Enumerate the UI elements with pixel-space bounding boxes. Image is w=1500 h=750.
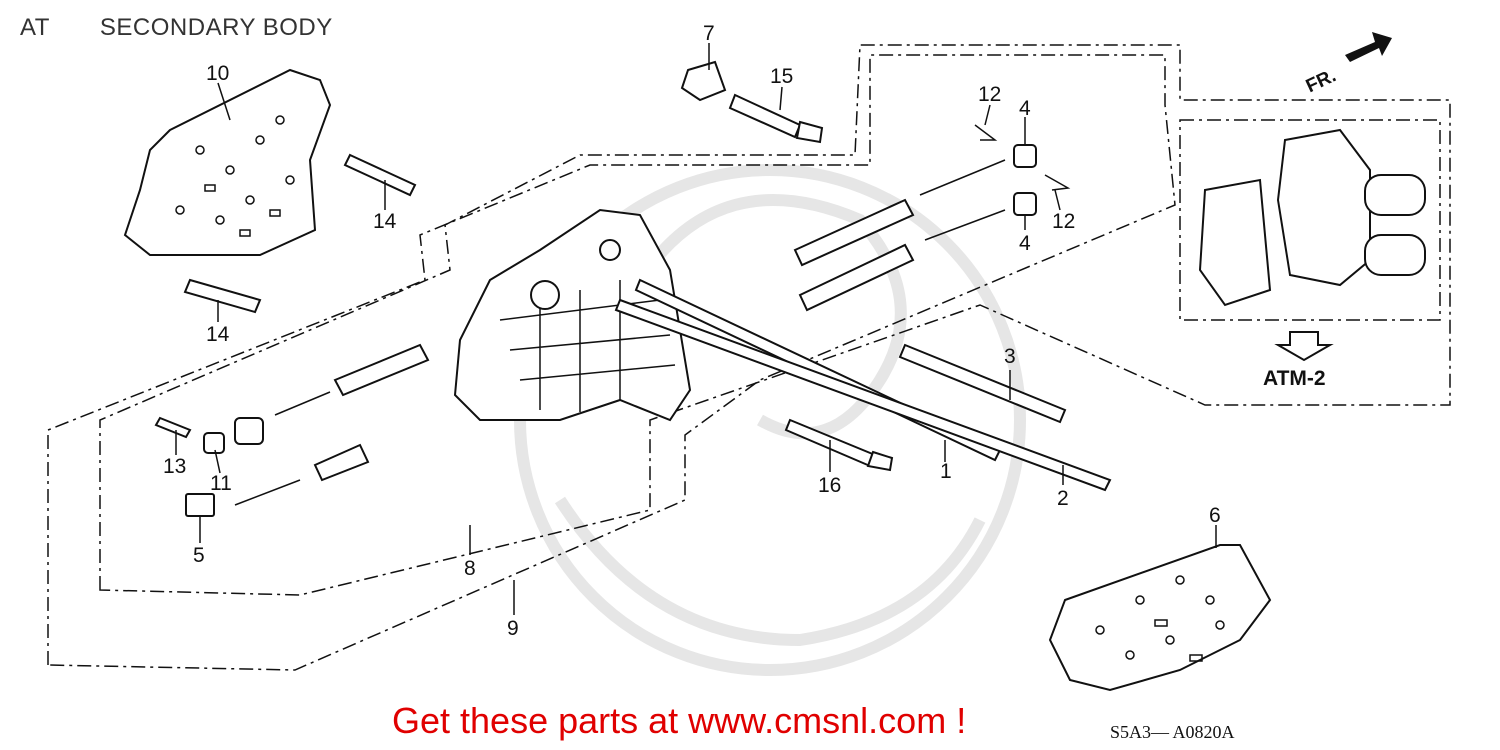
atm2-label: ATM-2 (1263, 367, 1326, 390)
clip-12-lower (1044, 174, 1071, 191)
solenoid-assembly-inset (1198, 128, 1426, 307)
callout-15: 15 (770, 65, 793, 88)
promo-link[interactable]: Get these parts at www.cmsnl.com ! (392, 700, 967, 741)
callout-12-lower: 12 (1052, 210, 1075, 233)
callout-6: 6 (1209, 504, 1221, 527)
callout-14-upper: 14 (373, 210, 397, 233)
callout-1: 1 (940, 460, 952, 483)
callout-4-lower: 4 (1019, 232, 1031, 255)
spring-upper (919, 159, 1006, 196)
spring-left-lower (234, 479, 301, 506)
diagram-code: S5A3— A0820A (1110, 722, 1235, 742)
spool-lower (798, 243, 915, 312)
clip-12-upper (974, 124, 998, 141)
callout-16: 16 (818, 474, 841, 497)
section-label: AT (20, 14, 50, 41)
callout-4-upper: 4 (1019, 97, 1031, 120)
callout-12-upper: 12 (978, 83, 1001, 106)
pin-14-lower (183, 278, 262, 314)
spring-left-upper (274, 391, 331, 416)
front-direction-indicator (1345, 32, 1392, 62)
spring-lower (924, 209, 1006, 241)
assembly-boundary-9 (47, 54, 1176, 671)
callout-3: 3 (1004, 345, 1016, 368)
separator-plate-10 (123, 68, 332, 256)
callout-5: 5 (193, 544, 205, 567)
spool-upper (793, 198, 915, 267)
bolt-15 (728, 93, 802, 139)
spool-left-upper (333, 343, 430, 397)
callout-14-lower: 14 (206, 323, 230, 346)
callout-13: 13 (163, 455, 186, 478)
callout-9: 9 (507, 617, 519, 640)
cap-11 (203, 432, 225, 454)
callout-10: 10 (206, 62, 229, 85)
shaft-3 (898, 343, 1067, 424)
cap-4-upper (1013, 144, 1037, 168)
bracket-7 (680, 60, 727, 102)
cap-4-lower (1013, 192, 1037, 216)
fr-label: FR. (1303, 65, 1340, 97)
separator-plate-6 (1048, 544, 1272, 692)
atm2-down-arrow (1274, 331, 1334, 362)
spool-left-lower (313, 443, 370, 482)
cap-left (234, 417, 264, 445)
shaft-2 (614, 298, 1112, 492)
atm2-boundary (1179, 119, 1441, 321)
plug-5 (185, 493, 215, 517)
callout-2: 2 (1057, 487, 1069, 510)
diagram-header: AT SECONDARY BODY (20, 14, 333, 42)
pin-13 (154, 416, 192, 439)
page-title: SECONDARY BODY (99, 14, 333, 41)
secondary-valve-body (453, 208, 692, 422)
callout-7: 7 (703, 22, 715, 45)
pin-14-upper (343, 153, 417, 197)
assembly-boundary-8 (99, 44, 1451, 596)
callout-8: 8 (464, 557, 476, 580)
callout-11: 11 (210, 472, 232, 495)
